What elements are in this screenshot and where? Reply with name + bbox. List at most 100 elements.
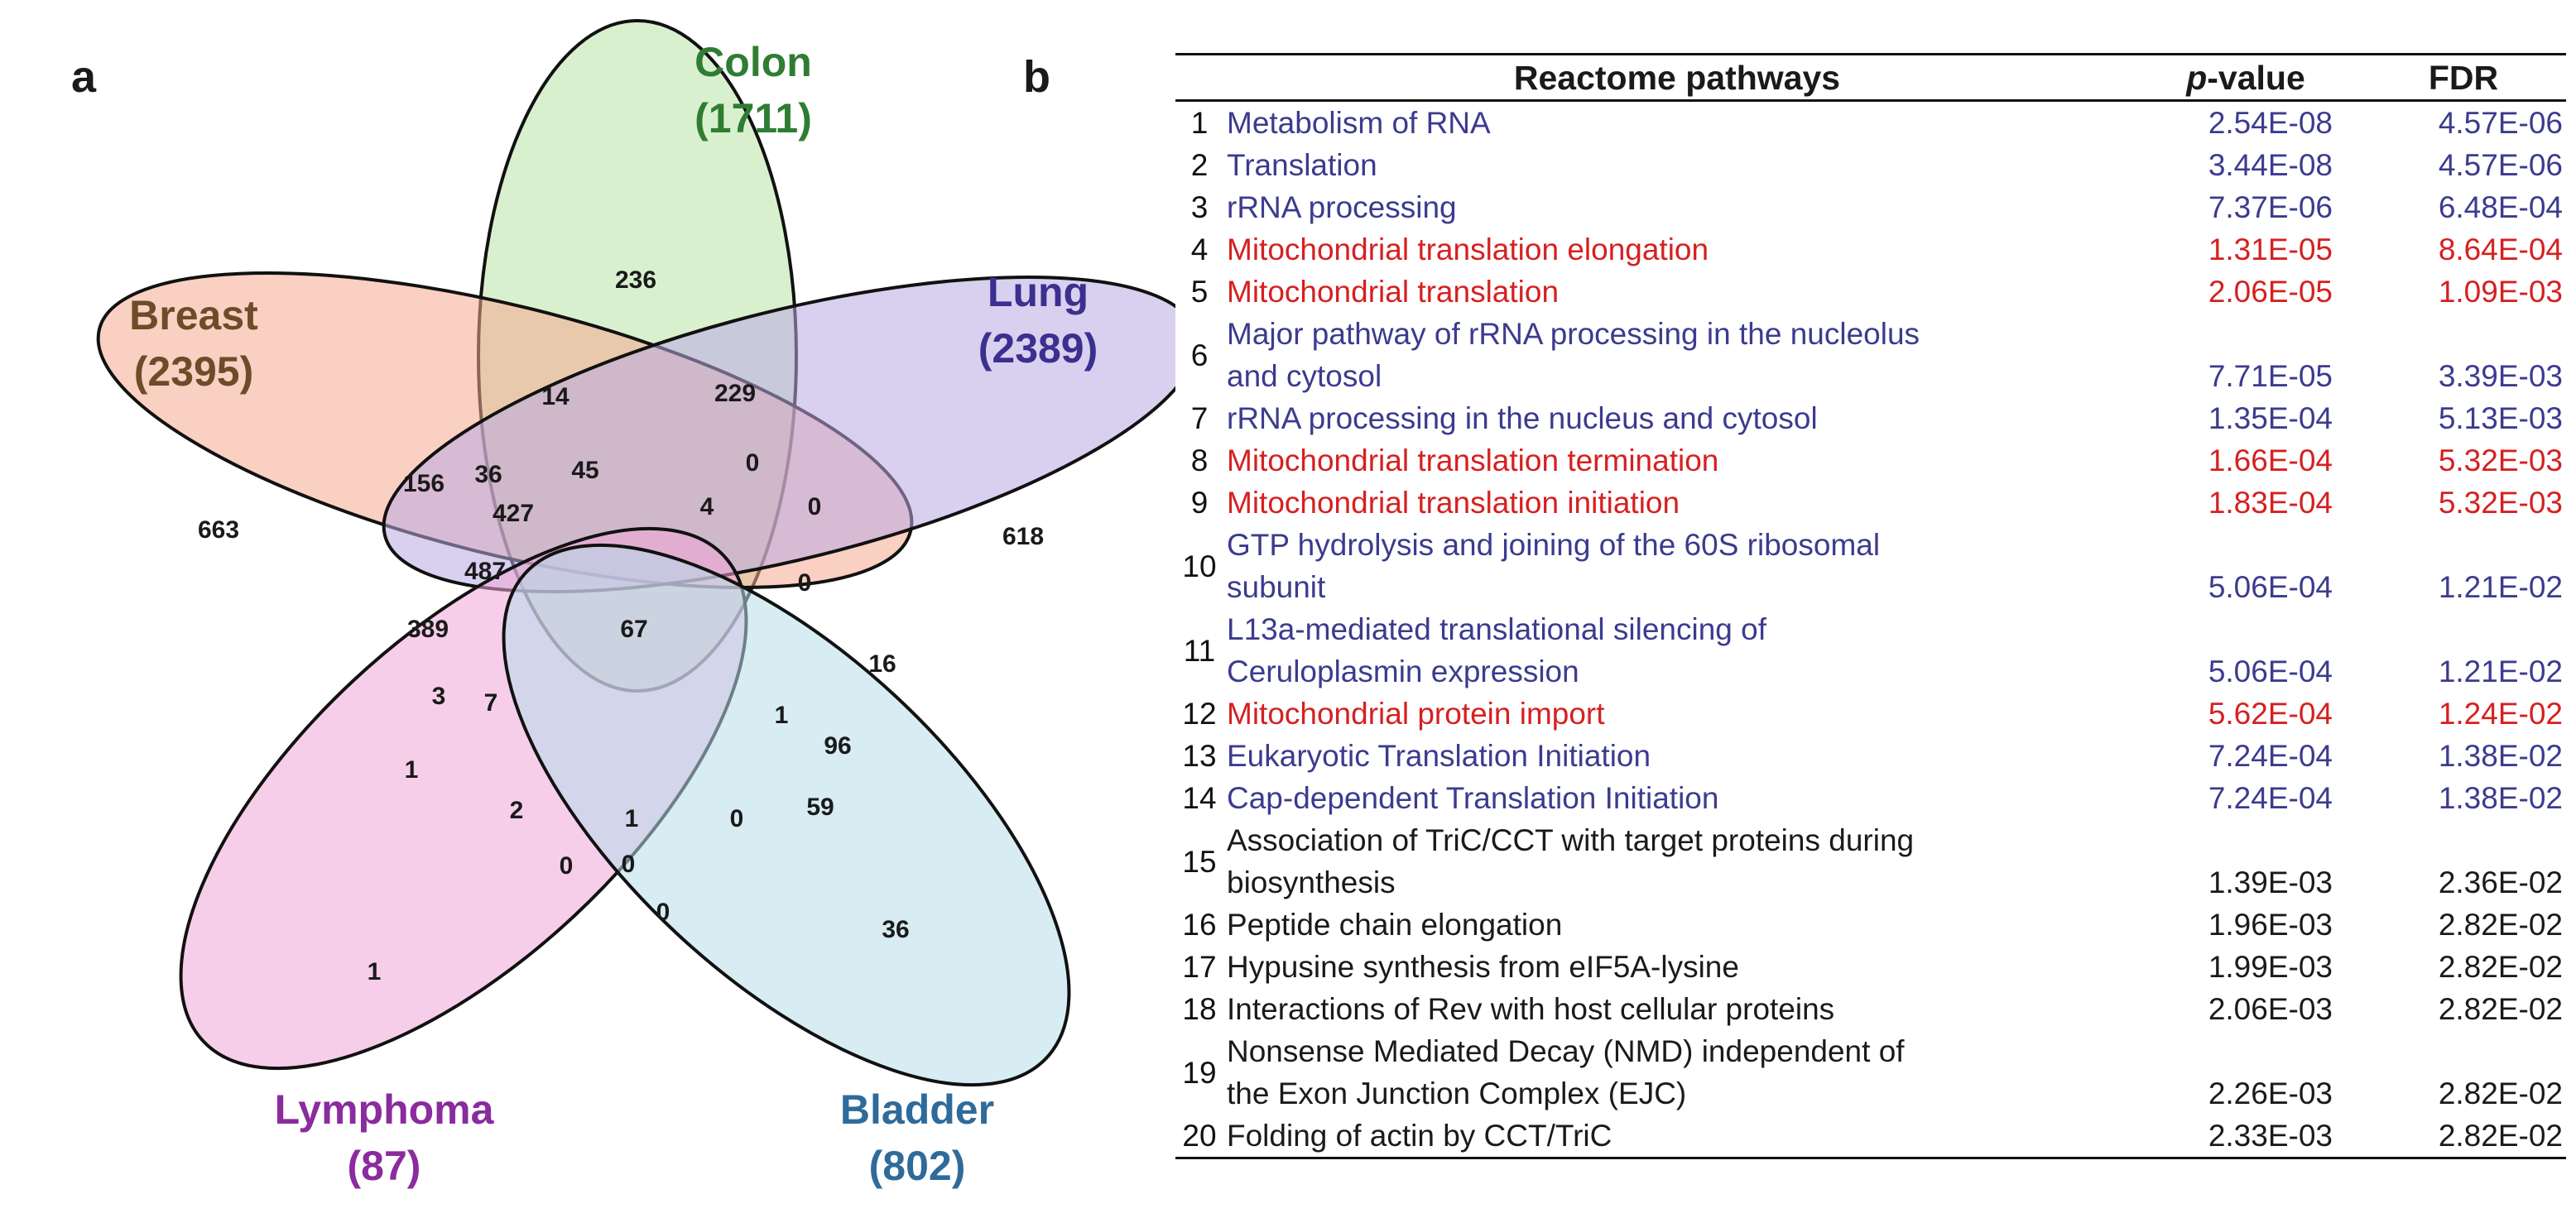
venn-region-count: 618: [1002, 523, 1044, 550]
pathway-name: rRNA processing in the nucleus and cytos…: [1223, 397, 2131, 439]
venn-region-count: 487: [464, 558, 506, 585]
fdr-cell: 2.82E-02: [2438, 1077, 2563, 1110]
row-number: 2: [1190, 148, 1209, 182]
venn-region-count: 14: [541, 383, 570, 410]
p-value-cell: 1.99E-03: [2208, 950, 2333, 984]
pathway-table: Reactome pathways p-value FDR 1 Metabolis…: [1175, 53, 2566, 1159]
pathway-name-line: Cap-dependent Translation Initiation: [1227, 781, 1719, 815]
pathway-name: Metabolism of RNA: [1223, 101, 2131, 145]
table-row: 2 Translation 3.44E-08 4.57E-06: [1175, 144, 2566, 186]
ellipse-bladder: [502, 543, 1071, 1087]
pathway-name: Translation: [1223, 144, 2131, 186]
set-label-bladder-count: (802): [869, 1143, 966, 1189]
venn-region-count: 389: [407, 616, 449, 643]
venn-region-count: 7: [484, 689, 498, 717]
venn-region-count: 236: [615, 266, 656, 294]
fdr-cell: 4.57E-06: [2438, 148, 2563, 182]
p-value-cell: 7.24E-04: [2208, 781, 2333, 815]
venn-region-count: 0: [730, 805, 744, 832]
venn-region-count: 0: [656, 899, 670, 926]
row-number: 15: [1182, 844, 1217, 879]
venn-region-count: 0: [560, 852, 574, 880]
table-row: 6 Major pathway of rRNA processing in the…: [1175, 313, 2566, 397]
p-value-cell: 1.39E-03: [2208, 866, 2333, 899]
pathway-name: Cap-dependent Translation Initiation: [1223, 777, 2131, 819]
pathway-name: Mitochondrial translation elongation: [1223, 228, 2131, 271]
set-label-lung-name: Lung: [988, 269, 1089, 315]
ellipse-lung: [382, 275, 1175, 594]
venn-region-count: 16: [868, 650, 896, 678]
p-value-cell: 7.24E-04: [2208, 739, 2333, 773]
p-value-cell: 7.71E-05: [2208, 359, 2333, 393]
p-value-cell: 1.83E-04: [2208, 486, 2333, 520]
pathway-name-line: Nonsense Mediated Decay (NMD) independen…: [1227, 1034, 1905, 1068]
venn-region-count: 1: [625, 805, 639, 832]
pathway-name: Mitochondrial translation initiation: [1223, 482, 2131, 524]
fdr-cell: 4.57E-06: [2438, 106, 2563, 140]
panel-label-b: b: [1023, 52, 1050, 102]
row-number: 17: [1182, 950, 1217, 984]
row-number: 20: [1175, 1115, 1223, 1159]
fdr-cell: 2.82E-02: [2438, 992, 2563, 1026]
row-number: 12: [1182, 697, 1217, 731]
panel-label-a: a: [71, 52, 97, 102]
pathway-name: Mitochondrial protein import: [1223, 693, 2131, 735]
fdr-cell: 2.82E-02: [2361, 1115, 2566, 1159]
table-header-row: Reactome pathways p-value FDR: [1175, 53, 2566, 102]
venn-region-count: 67: [620, 616, 647, 643]
pathway-name: Association of TriC/CCT with target prot…: [1223, 819, 2131, 904]
venn-region-count: 0: [746, 449, 760, 477]
pathway-name-line: Mitochondrial translation: [1227, 275, 1560, 309]
p-value-cell: 5.62E-04: [2208, 697, 2333, 731]
p-value-cell: 2.33E-03: [2131, 1115, 2361, 1159]
venn-region-count: 2: [510, 797, 524, 824]
venn-region-count: 0: [808, 493, 822, 520]
row-number: 14: [1182, 781, 1217, 815]
header-number: [1175, 53, 1223, 102]
fdr-cell: 1.38E-02: [2438, 739, 2563, 773]
pathway-name-line: Mitochondrial translation elongation: [1227, 233, 1709, 266]
reactome-pathway-table: Reactome pathways p-value FDR 1 Metabolis…: [1175, 53, 2566, 1159]
p-value-cell: 7.37E-06: [2208, 190, 2333, 224]
header-pathway: Reactome pathways: [1223, 53, 2131, 102]
pathway-name-line: Interactions of Rev with host cellular p…: [1227, 992, 1835, 1026]
fdr-cell: 1.21E-02: [2438, 570, 2563, 604]
pathway-name-line: GTP hydrolysis and joining of the 60S ri…: [1227, 528, 1881, 562]
pathway-name: Mitochondrial translation termination: [1223, 439, 2131, 482]
venn-set-labels: Colon(1711)Breast(2395)Lung(2389)Lymphom…: [129, 39, 1098, 1189]
pathway-name-line: Eukaryotic Translation Initiation: [1227, 739, 1651, 773]
pathway-name-line: Translation: [1227, 148, 1377, 182]
fdr-cell: 2.82E-02: [2438, 908, 2563, 942]
venn-ellipses: [96, 19, 1175, 1087]
row-number: 1: [1190, 106, 1209, 140]
pathway-name: Folding of actin by CCT/TriC: [1223, 1115, 2131, 1159]
venn-region-count: 427: [493, 500, 534, 527]
pathway-name-line: Major pathway of rRNA processing in the …: [1227, 317, 1920, 351]
pathway-name-line: Folding of actin by CCT/TriC: [1227, 1119, 1612, 1153]
venn-region-count: 4: [700, 493, 714, 520]
fdr-cell: 1.09E-03: [2438, 275, 2563, 309]
pathway-name-line: Mitochondrial translation initiation: [1227, 486, 1680, 520]
set-label-lymphoma-name: Lymphoma: [275, 1086, 495, 1133]
set-label-lymphoma-count: (87): [348, 1143, 421, 1189]
row-number: 13: [1182, 739, 1217, 773]
pathway-name-line: Association of TriC/CCT with target prot…: [1227, 823, 1915, 857]
row-number: 8: [1190, 444, 1209, 477]
pathway-name: Major pathway of rRNA processing in the …: [1223, 313, 2131, 397]
pathway-name: Interactions of Rev with host cellular p…: [1223, 988, 2131, 1030]
p-value-cell: 3.44E-08: [2208, 148, 2333, 182]
row-number: 6: [1190, 338, 1209, 372]
row-number: 16: [1182, 908, 1217, 942]
fdr-cell: 2.82E-02: [2438, 950, 2563, 984]
pathway-name: Eukaryotic Translation Initiation: [1223, 735, 2131, 777]
venn-region-count: 156: [403, 470, 445, 497]
p-value-cell: 2.06E-03: [2208, 992, 2333, 1026]
venn-region-count: 663: [198, 516, 239, 544]
